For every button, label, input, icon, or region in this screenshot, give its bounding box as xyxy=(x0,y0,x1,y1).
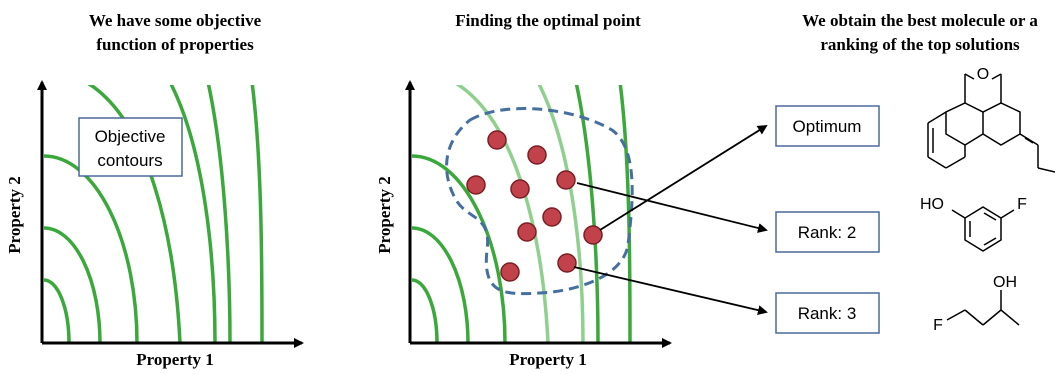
panel-1-title-line-2: function of properties xyxy=(96,35,254,54)
molecule-rank-2: HO F xyxy=(920,196,1027,252)
panel-1: We have some objective function of prope… xyxy=(5,11,304,369)
y-axis-label: Property 2 xyxy=(375,176,394,254)
candidate-point xyxy=(466,175,486,195)
x-axis-label: Property 1 xyxy=(509,350,587,369)
bond xyxy=(982,309,1002,326)
objective-contours-callout: Objective contours xyxy=(78,117,183,177)
double-bond xyxy=(983,237,997,246)
panel-3-title-line-1: We obtain the best molecule or a xyxy=(802,11,1038,30)
result-arrows xyxy=(573,124,768,316)
contour-line xyxy=(43,154,139,343)
candidate-point xyxy=(510,179,530,199)
bond xyxy=(1000,209,1015,219)
contour-line xyxy=(43,278,71,343)
contour-line xyxy=(411,278,439,343)
callout-line-2: contours xyxy=(97,151,162,170)
bond xyxy=(964,73,975,80)
rank-3-arrow xyxy=(573,266,768,316)
oxygen-atom-label: O xyxy=(977,66,989,83)
candidate-point xyxy=(542,207,562,227)
panel-1-title-line-1: We have some objective xyxy=(89,11,262,30)
naphthalene-outline xyxy=(945,102,1021,146)
panel-2-title: Finding the optimal point xyxy=(455,11,641,30)
fluorine-label: F xyxy=(1017,196,1027,213)
candidate-point xyxy=(557,253,577,273)
candidate-point xyxy=(517,222,537,242)
bond xyxy=(946,309,966,321)
result-boxes: Optimum Rank: 2 Rank: 3 xyxy=(775,105,880,334)
double-bond xyxy=(983,212,997,221)
bond xyxy=(951,209,966,219)
contour-line xyxy=(411,154,507,343)
rank-2-arrow xyxy=(576,182,768,233)
contour-line xyxy=(87,85,182,343)
molecule-optimum: O xyxy=(927,66,1055,173)
candidate-point xyxy=(556,170,576,190)
hydroxyl-label: OH xyxy=(993,274,1017,291)
panel-3-title-line-2: ranking of the top solutions xyxy=(820,35,1020,54)
contour-line xyxy=(618,85,632,343)
panel-1-contours xyxy=(43,85,264,343)
callout-line-1: Objective xyxy=(95,127,166,146)
optimum-label: Optimum xyxy=(793,117,862,136)
bond xyxy=(945,156,966,169)
contour-line xyxy=(169,85,217,343)
callout-box xyxy=(78,117,183,177)
bond xyxy=(927,111,947,124)
y-axis-label: Property 2 xyxy=(5,176,24,254)
contour-line xyxy=(206,85,232,343)
bond xyxy=(1037,167,1055,173)
panel-2: Finding the optimal point Property 1 xyxy=(375,11,768,369)
rank-3-box xyxy=(775,292,880,334)
bond xyxy=(1019,133,1039,146)
double-bond xyxy=(1024,137,1034,144)
rank-2-label: Rank: 2 xyxy=(798,223,857,242)
candidate-points xyxy=(466,130,603,282)
contour-line xyxy=(43,226,102,343)
optimum-box xyxy=(775,105,880,147)
rank-3-label: Rank: 3 xyxy=(798,304,857,323)
contour-line xyxy=(250,85,264,343)
panel-3: We obtain the best molecule or a ranking… xyxy=(775,11,1055,334)
bond xyxy=(964,309,984,326)
x-axis-label: Property 1 xyxy=(136,350,214,369)
hydroxyl-label: HO xyxy=(920,196,944,213)
candidate-point xyxy=(500,262,520,282)
bond xyxy=(927,156,947,169)
candidate-point xyxy=(583,225,603,245)
contour-line xyxy=(574,85,600,343)
candidate-point xyxy=(487,130,507,150)
bond xyxy=(991,73,1002,80)
candidate-point xyxy=(527,145,547,165)
fluorine-label: F xyxy=(933,317,943,334)
molecule-rank-3: OH F xyxy=(933,274,1020,334)
rank-2-box xyxy=(775,211,880,253)
bond xyxy=(1000,309,1020,326)
contour-line xyxy=(411,226,470,343)
optimum-arrow xyxy=(599,124,768,231)
